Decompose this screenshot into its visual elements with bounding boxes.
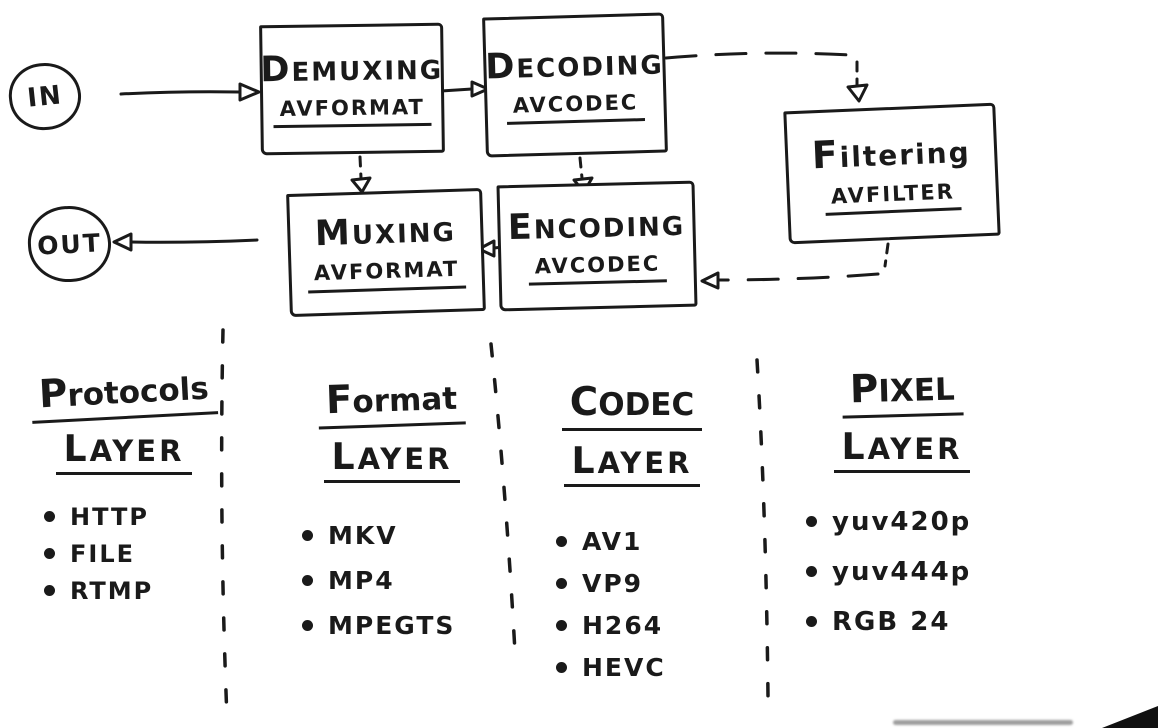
- encoding-box: ENCODING AVCODEC: [496, 180, 698, 312]
- bullet-dot-icon: [556, 619, 567, 631]
- in-label: IN: [25, 79, 65, 114]
- item-label: AV1: [582, 526, 643, 556]
- demuxing-subtitle: AVFORMAT: [273, 94, 432, 129]
- arrowhead-down-icon: [350, 176, 372, 194]
- decoding-title: DECODING: [484, 45, 665, 88]
- muxing-box: MUXING AVFORMAT: [286, 187, 486, 318]
- format-item-list: MKV MP4 MPEGTS: [282, 521, 455, 656]
- bullet-dot-icon: [302, 619, 313, 631]
- pixel-layer-title: PIXEL: [840, 366, 964, 419]
- format-layer-subtitle: LAYER: [323, 437, 461, 483]
- codec-layer-subtitle: LAYER: [563, 441, 701, 487]
- photo-smudge: [893, 720, 1073, 725]
- bullet-dot-icon: [556, 661, 567, 673]
- filtering-subtitle: AVFILTER: [824, 178, 962, 216]
- filtering-box: Filtering AVFILTER: [783, 102, 1001, 245]
- item-label: HTTP: [70, 502, 149, 531]
- list-item: RTMP: [44, 577, 153, 605]
- bullet-dot-icon: [806, 616, 817, 627]
- bullet-dot-icon: [556, 535, 567, 547]
- list-item: HEVC: [556, 653, 666, 682]
- bullet-dot-icon: [806, 516, 817, 527]
- bullet-dot-icon: [44, 548, 55, 559]
- list-item: H264: [556, 611, 663, 640]
- arrowhead-left-icon: [477, 239, 496, 258]
- encoding-subtitle: AVCODEC: [528, 251, 667, 286]
- pixel-layer-column: PIXEL LAYER yuv420p yuv444p RGB 24: [788, 366, 1016, 657]
- bullet-dot-icon: [556, 577, 567, 589]
- item-label: yuv444p: [832, 556, 972, 587]
- bullet-dot-icon: [302, 529, 313, 541]
- dashed-decoding-to-filtering: [664, 51, 852, 60]
- dashed-filtering-to-encoding: [716, 272, 880, 282]
- arrow-demuxing-to-decoding: [439, 87, 474, 93]
- list-item: VP9: [556, 569, 643, 598]
- list-item: MPEGTS: [302, 611, 455, 640]
- list-item: yuv420p: [806, 507, 971, 537]
- dashed-decoding-to-encoding: [578, 156, 584, 180]
- muxing-subtitle: AVFORMAT: [307, 256, 466, 294]
- item-label: MKV: [328, 520, 398, 550]
- codec-layer-column: CODEC LAYER AV1 VP9 H264 HEVC: [532, 382, 732, 695]
- bullet-dot-icon: [806, 566, 817, 577]
- item-label: RGB 24: [832, 606, 951, 637]
- bullet-dot-icon: [302, 574, 313, 586]
- divider-codec-pixel: [755, 358, 770, 698]
- arrowhead-right-icon: [470, 80, 490, 98]
- divider-protocols-format: [219, 328, 229, 720]
- item-label: H264: [582, 610, 664, 640]
- arrow-in-to-demuxing: [119, 90, 242, 96]
- item-label: MPEGTS: [328, 610, 456, 640]
- protocols-layer-subtitle: LAYER: [55, 429, 193, 475]
- list-item: AV1: [556, 527, 642, 556]
- pixel-item-list: yuv420p yuv444p RGB 24: [788, 507, 971, 657]
- codec-item-list: AV1 VP9 H264 HEVC: [532, 527, 666, 695]
- format-layer-title: Format: [317, 375, 467, 430]
- arrowhead-left-icon: [112, 232, 133, 252]
- codec-layer-title: CODEC: [561, 382, 703, 431]
- item-label: FILE: [70, 539, 136, 568]
- protocols-layer-title: Protocols: [29, 365, 219, 424]
- dashed-demuxing-to-muxing: [358, 155, 363, 180]
- arrow-muxing-to-out: [129, 238, 259, 244]
- demuxing-box: DEMUXING AVFORMAT: [259, 22, 445, 156]
- divider-format-codec: [489, 342, 517, 654]
- item-label: VP9: [582, 568, 644, 598]
- out-label: OUT: [36, 227, 103, 261]
- list-item: MP4: [302, 566, 395, 595]
- list-item: FILE: [44, 540, 135, 568]
- bullet-dot-icon: [44, 585, 55, 596]
- item-label: HEVC: [582, 652, 666, 682]
- list-item: yuv444p: [806, 557, 971, 587]
- list-item: HTTP: [44, 503, 149, 531]
- arrowhead-right-icon: [238, 82, 261, 102]
- photo-corner-shadow: [1102, 706, 1158, 728]
- bullet-dot-icon: [44, 511, 55, 522]
- demuxing-title: DEMUXING: [260, 48, 444, 91]
- filtering-title: Filtering: [810, 132, 972, 178]
- arrowhead-down-icon: [846, 83, 869, 103]
- format-layer-column: Format LAYER MKV MP4 MPEGTS: [282, 375, 502, 656]
- pixel-layer-subtitle: LAYER: [833, 427, 971, 473]
- dashed-filtering-to-encoding-drop: [883, 242, 890, 268]
- encoding-title: ENCODING: [507, 206, 686, 249]
- muxing-title: MUXING: [314, 212, 457, 255]
- list-item: MKV: [302, 521, 398, 550]
- protocols-layer-column: Protocols LAYER HTTP FILE RTMP: [18, 365, 230, 614]
- protocols-item-list: HTTP FILE RTMP: [18, 503, 153, 614]
- item-label: yuv420p: [832, 506, 972, 537]
- arrowhead-left-icon: [700, 271, 720, 290]
- list-item: RGB 24: [806, 607, 950, 637]
- decoding-subtitle: AVCODEC: [506, 90, 645, 126]
- decoding-box: DECODING AVCODEC: [482, 12, 668, 158]
- item-label: MP4: [328, 565, 395, 595]
- item-label: RTMP: [70, 576, 154, 605]
